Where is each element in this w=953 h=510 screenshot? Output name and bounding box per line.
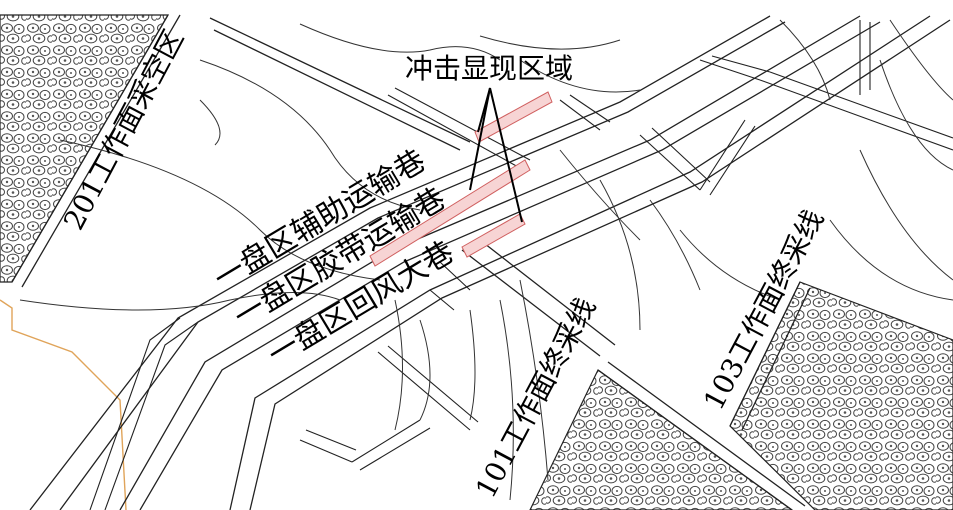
impact-zone-title: 冲击显现区域: [405, 52, 573, 85]
title-leader-lines: [469, 87, 523, 223]
stop-103-boundary: [729, 281, 811, 431]
impact-zone-return: [461, 213, 526, 258]
secondary-drifts: [89, 20, 953, 510]
impact-zone-belt: [369, 159, 531, 267]
goaf-201-area: [0, 14, 170, 283]
impact-zone-aux: [474, 91, 553, 143]
goaf-201-boundary: [11, 14, 181, 288]
orange-boundary-line: [0, 299, 127, 510]
impact-zones: [369, 91, 553, 267]
contour-lines: [19, 19, 953, 501]
stop-101-boundary: [597, 361, 806, 510]
